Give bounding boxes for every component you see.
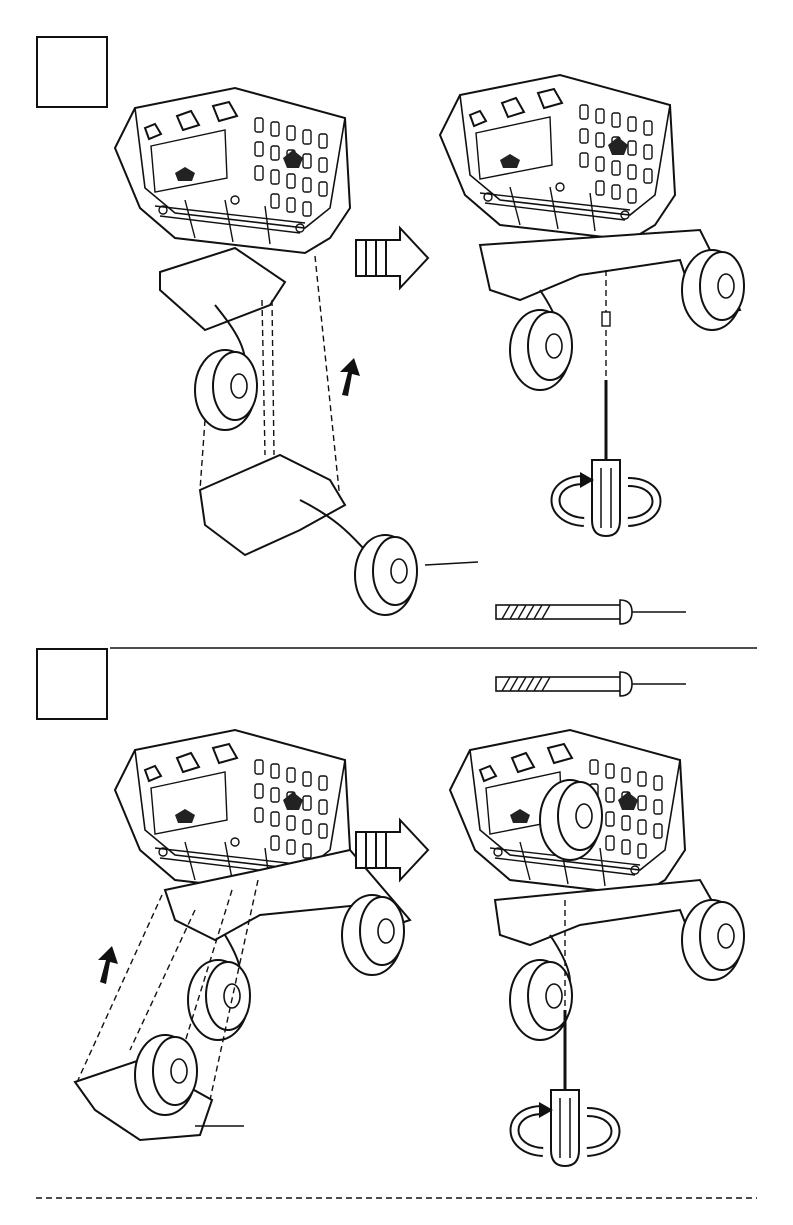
arrow-up-icon (340, 358, 360, 396)
screw-icon (496, 600, 632, 624)
arrow-up-icon (98, 946, 118, 984)
arrow-right-icon (356, 228, 428, 288)
step-2-after-illustration (450, 730, 744, 1166)
step-2-before-illustration (75, 730, 410, 1140)
step-1-before-illustration (115, 88, 478, 615)
screw-icon (496, 672, 632, 696)
screwdriver-icon (556, 380, 657, 536)
step-1-after-illustration (440, 75, 744, 536)
